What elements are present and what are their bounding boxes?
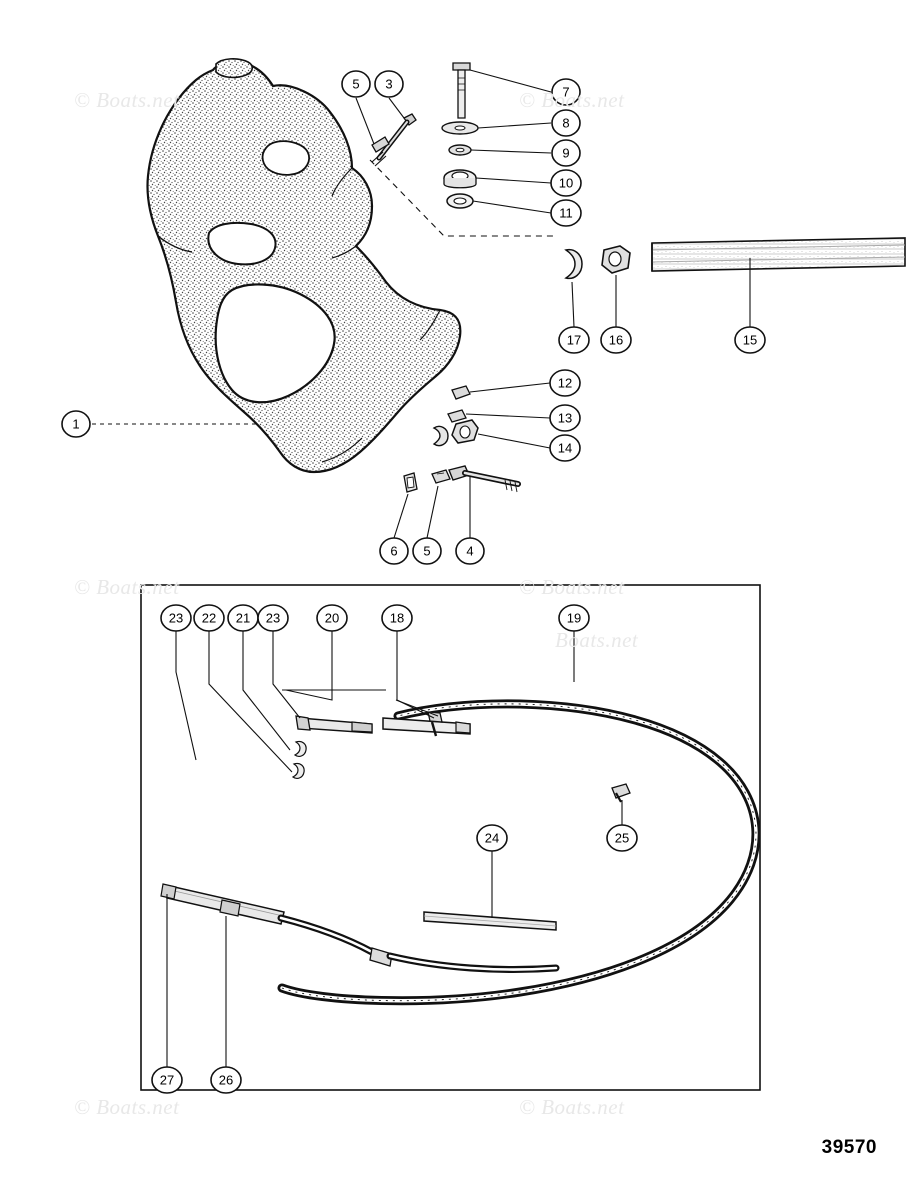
- callout-bubble-17[interactable]: [558, 326, 590, 354]
- callout-number-17: 17: [566, 332, 582, 348]
- watermark: © Boats.net: [74, 575, 180, 599]
- callout-bubble-18[interactable]: [381, 604, 413, 632]
- callout-bubble-25[interactable]: [606, 824, 638, 852]
- callout-number-5: 5: [352, 76, 360, 92]
- callout-bubble-14[interactable]: [549, 434, 581, 462]
- watermark: © Boats.net: [74, 88, 180, 112]
- callout-bubble-4[interactable]: [455, 537, 485, 565]
- callout-number-3: 3: [385, 76, 393, 92]
- callout-number-21: 21: [235, 610, 251, 626]
- callout-number-11: 11: [559, 205, 573, 221]
- callout-bubble-23[interactable]: [160, 604, 192, 632]
- callout-bubble-1[interactable]: [61, 410, 91, 438]
- washer-5-illustration: [371, 136, 390, 153]
- cable-assembly-lower-illustration: [160, 883, 560, 973]
- callout-bubble-20[interactable]: [316, 604, 348, 632]
- callout-number-16: 16: [608, 332, 624, 348]
- callout-number-15: 15: [742, 332, 758, 348]
- part-number: 39570: [821, 1137, 877, 1158]
- callout-bubble-10[interactable]: [550, 169, 582, 197]
- callout-bubble-27[interactable]: [151, 1066, 183, 1094]
- steering-cable-illustration: [277, 699, 761, 1006]
- callout-bubble-26[interactable]: [210, 1066, 242, 1094]
- callout-bubble-15[interactable]: [734, 326, 766, 354]
- callout-bubble-23[interactable]: [257, 604, 289, 632]
- watermark: © Boats.net: [519, 1095, 625, 1119]
- callout-number-20: 20: [324, 610, 340, 626]
- callout-number-13: 13: [557, 410, 573, 426]
- callout-bubble-24[interactable]: [476, 824, 508, 852]
- callout-number-7: 7: [562, 84, 570, 100]
- callout-number-24: 24: [484, 830, 500, 846]
- callout-bubble-5[interactable]: [341, 70, 371, 98]
- small-hardware-illustration: [432, 385, 479, 447]
- bolt-4-illustration: [403, 465, 521, 493]
- callout-bubble-5[interactable]: [412, 537, 442, 565]
- callout-number-26: 26: [218, 1072, 234, 1088]
- callout-number-10: 10: [558, 175, 574, 191]
- callout-number-23: 23: [168, 610, 184, 626]
- callout-number-12: 12: [557, 375, 573, 391]
- gimbal-housing-illustration: [146, 58, 462, 474]
- callout-number-27: 27: [159, 1072, 175, 1088]
- callout-bubble-12[interactable]: [549, 369, 581, 397]
- callout-number-23: 23: [265, 610, 281, 626]
- callout-bubble-9[interactable]: [551, 139, 581, 167]
- callout-number-6: 6: [390, 543, 398, 559]
- tube-24-illustration: [423, 911, 557, 931]
- callout-number-19: 19: [566, 610, 582, 626]
- callout-bubble-8[interactable]: [551, 109, 581, 137]
- callout-number-9: 9: [562, 145, 570, 161]
- callout-number-4: 4: [466, 543, 474, 559]
- callout-bubble-19[interactable]: [558, 604, 590, 632]
- watermark: © Boats.net: [519, 575, 625, 599]
- callout-bubble-16[interactable]: [600, 326, 632, 354]
- callout-bubble-11[interactable]: [550, 199, 582, 227]
- bolt-3-illustration: [371, 113, 417, 167]
- watermark: © Boats.net: [74, 1095, 180, 1119]
- callout-bubble-7[interactable]: [551, 78, 581, 106]
- callout-bubble-13[interactable]: [549, 404, 581, 432]
- callout-number-18: 18: [389, 610, 405, 626]
- fastener-stack-illustration: [441, 62, 479, 209]
- cable-end-fitting-illustration: [382, 711, 471, 737]
- watermark: Boats.net: [555, 628, 639, 652]
- callout-number-14: 14: [557, 440, 573, 456]
- callout-number-1: 1: [72, 416, 80, 432]
- watermark: © Boats.net: [519, 88, 625, 112]
- callout-bubble-3[interactable]: [374, 70, 404, 98]
- callout-bubble-22[interactable]: [193, 604, 225, 632]
- link-rod-illustration: [291, 715, 373, 779]
- fitting-25-illustration: [611, 783, 631, 803]
- shaft-assembly-illustration: [564, 237, 906, 280]
- callout-number-25: 25: [614, 830, 630, 846]
- callout-number-22: 22: [201, 610, 217, 626]
- callout-bubble-6[interactable]: [379, 537, 409, 565]
- callout-number-8: 8: [562, 115, 570, 131]
- callout-number-5: 5: [423, 543, 431, 559]
